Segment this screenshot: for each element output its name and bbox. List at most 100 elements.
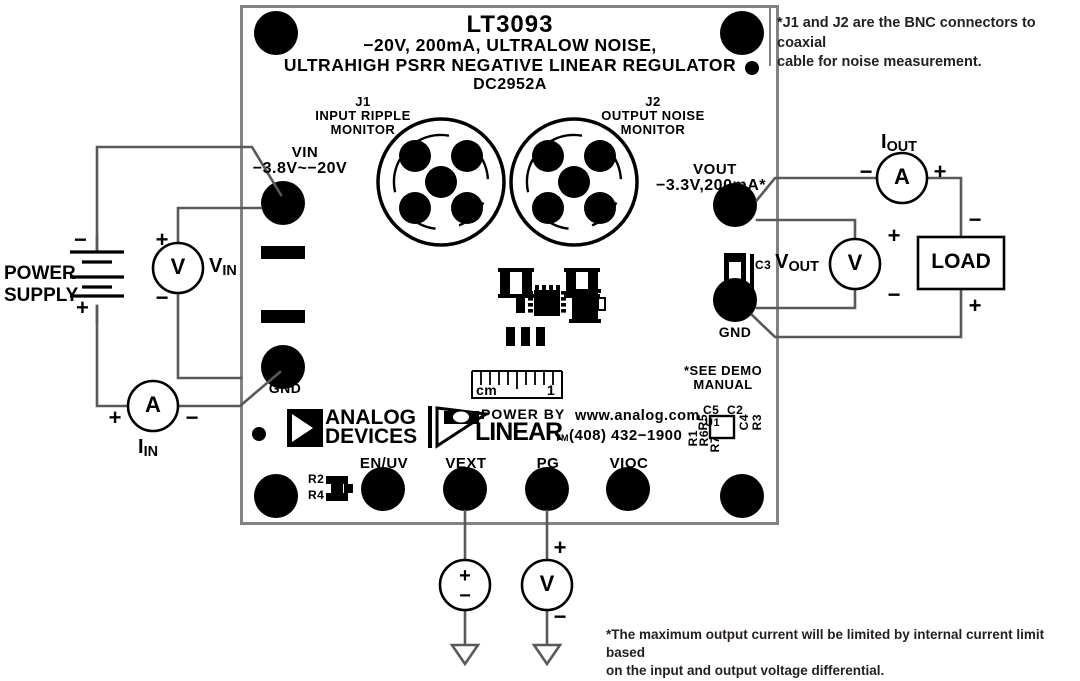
iout-ammeter-minus: −: [859, 159, 873, 184]
vout-meter-label: VOUT: [775, 251, 819, 276]
vext-source-plus: +: [459, 565, 471, 587]
vin-meter-label-sub: IN: [222, 263, 237, 280]
website-label: www.analog.com: [575, 408, 700, 424]
silk-ref-r5: R5: [696, 414, 710, 431]
iout-meter-label-sub: OUT: [886, 139, 917, 156]
j1-label-line2: MONITOR: [330, 122, 396, 137]
silk-ref-c5: C5: [703, 403, 720, 417]
silk-ref-r7: R7: [708, 436, 722, 453]
brand-wordmark-line1: ANALOG: [325, 406, 416, 429]
iin-ammeter: [126, 379, 180, 433]
component-cluster: [498, 268, 606, 346]
gnd-pad-right-label: GND: [718, 324, 752, 340]
logo-divider: [428, 406, 432, 448]
turret-vin[interactable]: [261, 181, 305, 225]
iout-meter-label: IOUT: [881, 131, 917, 156]
silk-box-u1: [708, 414, 736, 440]
vin-voltmeter-plus: +: [155, 227, 169, 252]
gnd-pad-left-label: GND: [268, 380, 302, 396]
iin-meter-label-sub: IN: [143, 444, 158, 461]
bnc-connector-j2[interactable]: [508, 116, 641, 249]
silk-ref-r4: R4: [308, 488, 325, 502]
vout-voltmeter-plus: +: [887, 223, 901, 248]
vext-source-symbol: [438, 558, 492, 612]
iin-ammeter-glyph: A: [145, 392, 161, 417]
bnc-connectors-note: *J1 and J2 are the BNC connectors to coa…: [777, 15, 1036, 71]
pcb-ruler: [471, 370, 563, 399]
j1-label-line1: INPUT RIPPLE: [315, 108, 411, 123]
ground-symbol-vext: [449, 643, 481, 667]
wires: [95, 145, 963, 647]
linear-wordmark: LINEAR: [475, 418, 563, 446]
power-supply-battery-symbol: [70, 250, 124, 298]
bottom-turrets[interactable]: [361, 467, 650, 511]
vin-voltmeter: [151, 241, 205, 295]
j1-name: J1: [355, 94, 371, 109]
silk-ref-u1: U1: [705, 417, 721, 429]
vin-pad-label: VIN: [291, 144, 319, 161]
pg-voltmeter-plus: +: [553, 535, 567, 560]
turret-label-vext: VEXT: [445, 455, 487, 472]
iout-ammeter: [875, 151, 929, 205]
note-edge-bar: [769, 8, 771, 66]
load-label: LOAD: [931, 250, 991, 273]
vext-source-minus: −: [459, 585, 471, 607]
silk-ref-r3: R3: [750, 414, 764, 431]
turret-vout[interactable]: [713, 183, 757, 227]
board-description-line2: ULTRAHIGH PSRR NEGATIVE LINEAR REGULATOR: [283, 55, 737, 75]
mounting-holes: [252, 11, 764, 518]
brand-wordmark-line2: DEVICES: [325, 425, 418, 448]
turret-label-vioc: VIOC: [609, 455, 649, 472]
silk-pad-bar-lower: [261, 310, 305, 323]
pg-voltmeter: [520, 558, 574, 612]
trademark-mark: TM: [555, 433, 569, 443]
power-supply-label: POWER SUPPLY: [4, 263, 79, 306]
silk-ref-c2: C2: [727, 403, 744, 417]
j2-label-line1: OUTPUT NOISE: [601, 108, 705, 123]
board-number: DC2952A: [473, 76, 547, 93]
vout-meter-label-sub: OUT: [788, 259, 819, 276]
iout-ammeter-glyph: A: [894, 164, 910, 189]
pg-voltmeter-minus: −: [553, 604, 567, 629]
analog-devices-logo-mark: [287, 409, 323, 447]
j2-label-line2: MONITOR: [620, 122, 686, 137]
vout-pad-range: −3.3V,200mA*: [656, 177, 766, 194]
iin-meter-label: IIN: [138, 436, 158, 461]
pg-voltmeter-glyph: V: [539, 571, 555, 596]
vout-pad-label: VOUT: [693, 161, 737, 178]
board-part-number: LT3093: [466, 11, 554, 38]
turret-label-pg: PG: [536, 455, 560, 472]
vout-voltmeter-glyph: V: [847, 250, 863, 275]
iout-ammeter-plus: +: [933, 159, 947, 184]
battery-negative-sign: −: [74, 227, 87, 252]
silk-footprint-r2-r4: [326, 476, 353, 501]
c3-label: C3: [755, 258, 772, 272]
see-demo-manual-note: *SEE DEMO MANUAL: [684, 363, 763, 392]
board-description-line1: −20V, 200mA, ULTRALOW NOISE,: [363, 35, 657, 55]
vin-pad-range: −3.8V~−20V: [252, 160, 348, 177]
pcb-outline: [240, 5, 779, 525]
capacitor-c3-footprint: [724, 253, 754, 294]
vin-meter-label: VIN: [209, 255, 237, 280]
silk-ref-c4: C4: [737, 414, 751, 431]
j2-name: J2: [645, 94, 661, 109]
power-by-label: POWER BY: [481, 406, 566, 422]
linear-tech-logo-mark: [435, 406, 491, 449]
ruler-mark-label: 1: [547, 382, 556, 398]
phone-label: (408) 432−1900: [569, 427, 683, 444]
turret-label-en-uv: EN/UV: [359, 455, 409, 472]
iin-ammeter-plus: +: [108, 405, 122, 430]
silk-ref-r2: R2: [308, 472, 325, 486]
current-limit-note: *The maximum output current will be limi…: [606, 627, 1045, 679]
vin-voltmeter-glyph: V: [170, 254, 186, 279]
battery-positive-sign: +: [76, 295, 89, 320]
vout-voltmeter: [828, 237, 882, 291]
vout-voltmeter-minus: −: [887, 282, 901, 307]
ground-symbol-pg: [531, 643, 563, 667]
iin-ammeter-minus: −: [185, 405, 199, 430]
vin-voltmeter-minus: −: [155, 285, 169, 310]
bnc-connector-j1[interactable]: [375, 116, 508, 249]
ruler-unit-label: cm: [476, 382, 498, 398]
